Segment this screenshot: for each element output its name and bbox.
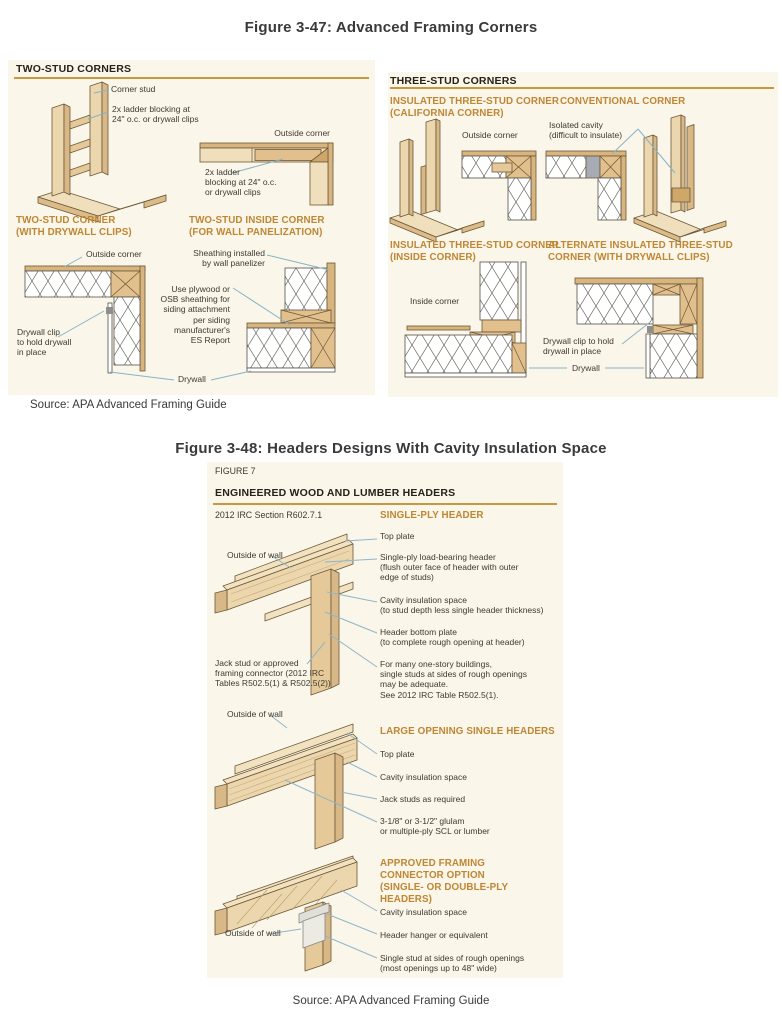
connector-option-caption: APPROVED FRAMING CONNECTOR OPTION (SINGL… — [380, 858, 508, 906]
outside-corner-bottom-label: Outside corner — [86, 249, 142, 259]
figure-348-title: Figure 3-48: Headers Designs With Cavity… — [175, 440, 607, 457]
california-corner-3d-drawing — [389, 118, 485, 243]
two-stud-header: TWO-STUD CORNERS — [16, 63, 132, 75]
inside-corner-plan-drawing — [404, 261, 527, 378]
two-stud-corners-art — [14, 77, 369, 381]
three-stud-rule — [390, 87, 774, 89]
figure-7-label: FIGURE 7 — [215, 466, 256, 476]
isolated-cavity-label: Isolated cavity (difficult to insulate) — [549, 120, 623, 141]
jack-stud-label: Jack stud or approved framing connector … — [215, 658, 331, 689]
single-stud-label: Single stud at sides of rough openings (… — [380, 953, 525, 974]
inside-corner-caption: INSULATED THREE-STUD CORNER (INSIDE CORN… — [390, 240, 560, 264]
top-plate-label-1: Top plate — [380, 531, 415, 541]
cavity-insulation-label-3: Cavity insulation space — [380, 907, 467, 917]
alternate-corner-plan-drawing — [574, 277, 704, 379]
corner-stud-frame-drawing — [37, 81, 167, 223]
single-ply-header-drawing — [214, 533, 354, 696]
two-stud-corner-caption: TWO-STUD CORNER (WITH DRYWALL CLIPS) — [16, 215, 132, 239]
header-bottom-plate-label: Header bottom plate (to complete rough o… — [380, 627, 525, 648]
alternate-corner-caption: ALTERNATE INSULATED THREE-STUD CORNER (W… — [548, 240, 733, 264]
outside-of-wall-label-2: Outside of wall — [227, 709, 283, 719]
drywall-label: Drywall — [178, 374, 206, 384]
inside-corner-label: Inside corner — [410, 296, 460, 306]
panelized-corner-drawing — [246, 262, 336, 373]
three-stud-corners-art — [389, 87, 774, 379]
single-ply-load-bearing-label: Single-ply load-bearing header (flush ou… — [380, 552, 519, 583]
drywall-clip-corner-drawing — [24, 265, 146, 374]
drywall-label: Drywall — [572, 363, 600, 373]
sheathing-installed-label: Sheathing installed by wall panelizer — [193, 248, 265, 269]
headers-leader-lines — [267, 538, 378, 959]
headers-band-title: ENGINEERED WOOD AND LUMBER HEADERS — [215, 487, 456, 499]
outside-corner-plan-drawing — [199, 142, 334, 206]
outside-corner-top-label: Outside corner — [274, 128, 330, 138]
figure-347-title: Figure 3-47: Advanced Framing Corners — [244, 19, 538, 36]
framing-connector-drawing — [214, 855, 358, 972]
three-stud-header: THREE-STUD CORNERS — [390, 75, 517, 87]
two-stud-leader-lines — [57, 89, 330, 381]
conventional-corner-3d-drawing — [633, 114, 727, 243]
conventional-corner-caption: CONVENTIONAL CORNER — [560, 96, 686, 107]
use-plywood-label: Use plywood or OSB sheathing for siding … — [160, 284, 230, 345]
cavity-insulation-label-2: Cavity insulation space — [380, 772, 467, 782]
drywall-clip-label: Drywall clip to hold drywall in place — [17, 327, 72, 358]
california-corner-caption: INSULATED THREE-STUD CORNER (CALIFORNIA … — [390, 96, 560, 120]
two-stud-corners-panel: TWO-STUD CORNERS Corner stud 2x ladder b… — [8, 60, 375, 395]
glulam-label: 3-1/8" or 3-1/2" glulam or multiple-ply … — [380, 816, 490, 837]
single-ply-header-caption: SINGLE-PLY HEADER — [380, 510, 484, 521]
drywall-clip-label: Drywall clip to hold drywall in place — [543, 336, 614, 357]
ladder-blocking-right-label: 2x ladder blocking at 24" o.c. or drywal… — [205, 167, 277, 198]
three-stud-corners-panel: THREE-STUD CORNERS INSULATED THREE-STUD … — [388, 72, 778, 397]
headers-panel: FIGURE 7 ENGINEERED WOOD AND LUMBER HEAD… — [207, 462, 563, 978]
header-hanger-label: Header hanger or equivalent — [380, 930, 488, 940]
conventional-corner-plan-drawing — [545, 150, 627, 221]
california-corner-plan-drawing — [461, 150, 537, 221]
headers-art — [213, 503, 557, 972]
large-opening-header-drawing — [214, 723, 358, 850]
top-plate-label-2: Top plate — [380, 749, 415, 759]
one-story-note-label: For many one-story buildings, single stu… — [380, 659, 527, 700]
headers-rule — [213, 503, 557, 505]
large-opening-caption: LARGE OPENING SINGLE HEADERS — [380, 726, 555, 737]
two-stud-inside-corner-caption: TWO-STUD INSIDE CORNER (FOR WALL PANELIZ… — [189, 215, 325, 239]
figure-348-source: Source: APA Advanced Framing Guide — [292, 995, 490, 1007]
outside-corner-label: Outside corner — [462, 130, 518, 140]
outside-of-wall-label-1: Outside of wall — [227, 550, 283, 560]
ladder-blocking-label: 2x ladder blocking at 24" o.c. or drywal… — [112, 104, 199, 125]
figure-347-source: Source: APA Advanced Framing Guide — [30, 399, 227, 411]
three-stud-leader-lines — [529, 128, 676, 369]
corner-stud-label: Corner stud — [111, 84, 156, 94]
outside-of-wall-label-3: Outside of wall — [225, 928, 281, 938]
jack-studs-required-label: Jack studs as required — [380, 794, 466, 804]
cavity-insulation-label-1: Cavity insulation space (to stud depth l… — [380, 595, 544, 616]
irc-reference-label: 2012 IRC Section R602.7.1 — [215, 510, 323, 520]
two-stud-rule — [14, 77, 369, 79]
